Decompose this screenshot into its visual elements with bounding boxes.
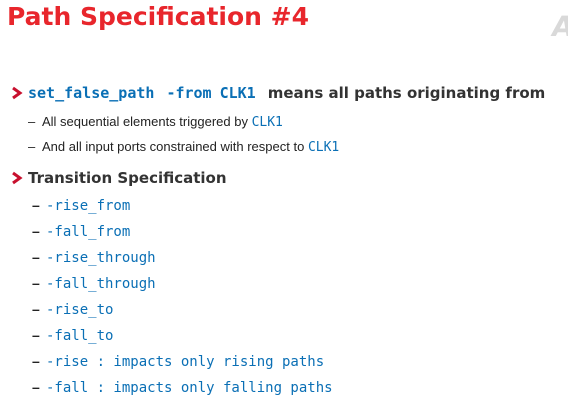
- bullet-set-false-path: set_false_path -from CLK1 means all paths o…: [10, 84, 545, 102]
- option-code: -fall_through: [46, 276, 156, 292]
- option-item: –-rise_to: [32, 301, 114, 318]
- bullet-arrow-icon: [12, 171, 23, 185]
- option-code: -rise_through: [46, 250, 156, 266]
- option-code: -rise : impacts only rising paths: [46, 354, 325, 370]
- sub-item-sequential: –All sequential elements triggered by CL…: [28, 114, 283, 130]
- option-code: -fall : impacts only falling paths: [46, 380, 333, 396]
- option-item: –-fall : impacts only falling paths: [32, 379, 333, 396]
- option-code: -fall_from: [46, 224, 131, 240]
- bullet-description: means all paths originating from: [267, 84, 546, 102]
- command-name: set_false_path: [28, 84, 155, 102]
- option-code: -rise_from: [46, 198, 131, 214]
- bullet-arrow-icon: [12, 86, 23, 100]
- sub-item-text: All sequential elements triggered by: [42, 114, 248, 129]
- sub-item-code: CLK1: [307, 140, 340, 155]
- option-item: –-fall_to: [32, 327, 114, 344]
- sub-item-input-ports: –And all input ports constrained with re…: [28, 139, 340, 155]
- option-item: –-rise_from: [32, 197, 131, 214]
- option-code: -fall_to: [46, 328, 114, 344]
- slide-title: Path Specification #4: [7, 2, 309, 31]
- sub-item-text: And all input ports constrained with res…: [42, 139, 305, 154]
- bullet-transition-spec: Transition Specification: [10, 169, 227, 187]
- sub-item-code: CLK1: [251, 115, 283, 130]
- option-item: –-rise : impacts only rising paths: [32, 353, 325, 370]
- option-item: –-fall_through: [32, 275, 156, 292]
- option-code: -rise_to: [46, 302, 114, 318]
- option-item: –-rise_through: [32, 249, 156, 266]
- command-flag: -from: [166, 84, 212, 102]
- clock-name: CLK1: [219, 84, 256, 102]
- bullet-heading: Transition Specification: [28, 169, 227, 187]
- option-item: –-fall_from: [32, 223, 131, 240]
